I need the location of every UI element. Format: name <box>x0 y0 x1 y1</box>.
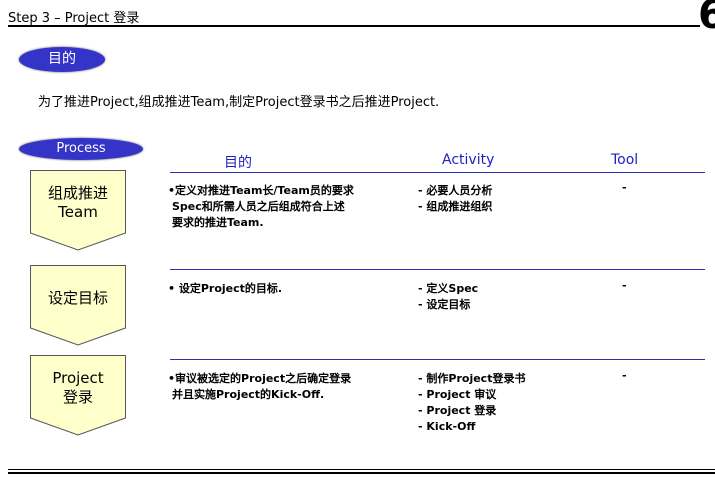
step-label: 设定目标 <box>47 289 108 307</box>
activity-item: - 设定目标 <box>418 298 471 311</box>
step-tool: - <box>622 181 627 194</box>
purpose-line: • 设定Project的目标. <box>168 282 283 295</box>
step-tool: - <box>622 279 627 292</box>
activity-item: - 定义Spec <box>418 282 479 295</box>
pentagon-arrow-shape <box>30 170 126 251</box>
step-label: Project <box>52 369 104 387</box>
column-header-purpose: 目的 <box>224 155 252 171</box>
process-step-box: 设定目标 <box>30 265 126 347</box>
header-divider <box>8 25 700 27</box>
pentagon-arrow-shape <box>30 265 126 346</box>
footer-line <box>8 469 715 470</box>
pentagon-arrow-shape <box>30 355 126 436</box>
purpose-line: •定义对推进Team长/Team员的要求 <box>168 184 354 197</box>
row-divider <box>170 359 705 360</box>
step-activities: - 定义Spec - 设定目标 <box>418 281 478 313</box>
page-number: 6 <box>698 0 715 38</box>
slide-title: Step 3 – Project 登录 <box>8 11 140 26</box>
step-purpose: •审议被选定的Project之后确定登录并且实施Project的Kick-Off… <box>168 371 351 403</box>
step-label: 组成推进 <box>47 184 108 202</box>
column-header-activity: Activity <box>442 152 495 168</box>
activity-item: - Project 登录 <box>418 404 497 417</box>
activity-item: - 必要人员分析 <box>418 184 493 197</box>
row-divider <box>170 269 705 270</box>
purpose-line: •审议被选定的Project之后确定登录 <box>168 372 352 385</box>
process-badge: Process <box>19 138 143 160</box>
purpose-badge: 目的 <box>19 47 105 72</box>
step-label: 登录 <box>62 388 93 406</box>
column-header-tool: Tool <box>611 152 639 168</box>
activity-item: - 制作Project登录书 <box>418 372 526 385</box>
purpose-line: 要求的推进Team. <box>172 216 264 229</box>
step-activities: - 制作Project登录书 - Project 审议 - Project 登录 - … <box>418 371 525 435</box>
step-label: Team <box>58 203 98 221</box>
purpose-line: 并且实施Project的Kick-Off. <box>172 388 325 401</box>
header-divider-line <box>170 172 705 173</box>
step-activities: - 必要人员分析 - 组成推进组织 <box>418 183 492 215</box>
footer-line <box>8 472 715 474</box>
step-tool: - <box>622 369 627 382</box>
activity-item: - Kick-Off <box>418 420 476 433</box>
activity-item: - 组成推进组织 <box>418 200 493 213</box>
activity-item: - Project 审议 <box>418 388 497 401</box>
purpose-line: Spec和所需人员之后组成符合上述 <box>172 200 345 213</box>
step-purpose: • 设定Project的目标. <box>168 281 282 297</box>
step-purpose: •定义对推进Team长/Team员的要求 Spec和所需人员之后组成符合上述要求的… <box>168 183 354 231</box>
purpose-text: 为了推进Project,组成推进Team,制定Project登录书之后推进Pro… <box>38 95 440 110</box>
